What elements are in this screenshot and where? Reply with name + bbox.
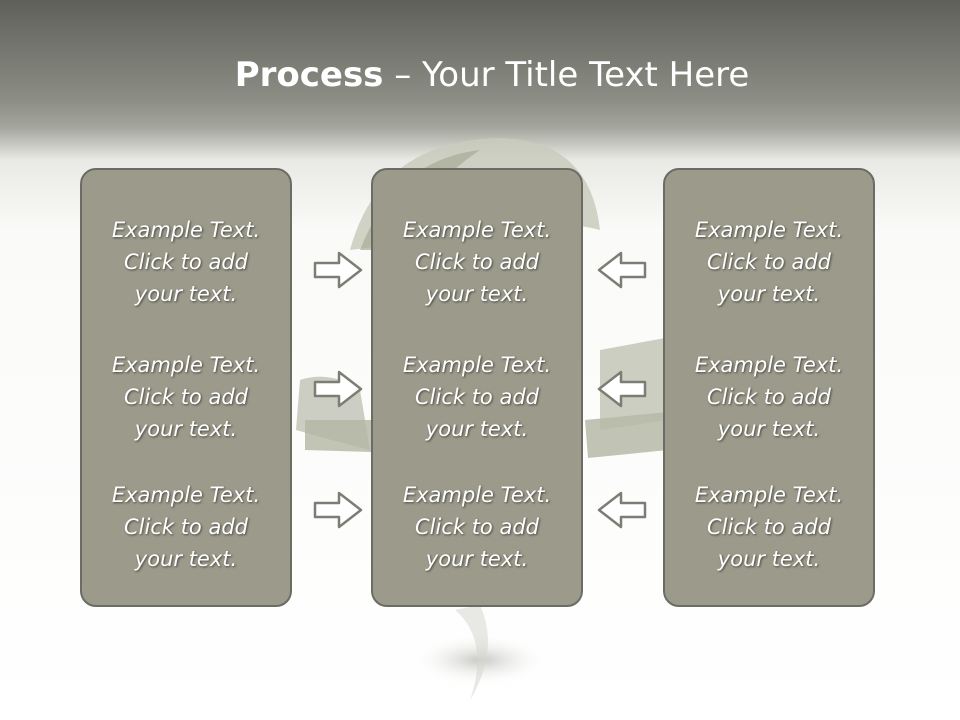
- text-block[interactable]: Example Text. Click to add your text.: [82, 349, 290, 445]
- text-line: Click to add: [706, 385, 831, 409]
- text-line: Example Text.: [402, 353, 552, 377]
- text-block[interactable]: Example Text. Click to add your text.: [373, 349, 581, 445]
- text-line: your text.: [717, 547, 821, 571]
- text-block[interactable]: Example Text. Click to add your text.: [665, 214, 873, 310]
- text-block[interactable]: Example Text. Click to add your text.: [373, 214, 581, 310]
- text-line: Click to add: [123, 250, 248, 274]
- text-line: Example Text.: [111, 483, 261, 507]
- right-arrow-outline-icon: [313, 491, 363, 529]
- right-arrow-outline-icon: [313, 251, 363, 289]
- text-line: Click to add: [414, 515, 539, 539]
- text-line: Example Text.: [402, 218, 552, 242]
- text-line: Example Text.: [694, 483, 844, 507]
- text-block[interactable]: Example Text. Click to add your text.: [665, 479, 873, 575]
- text-line: Example Text.: [694, 218, 844, 242]
- text-line: your text.: [717, 282, 821, 306]
- text-line: Click to add: [414, 385, 539, 409]
- left-arrow-outline-icon: [597, 370, 647, 408]
- process-box-left[interactable]: Example Text. Click to add your text. Ex…: [80, 168, 292, 607]
- text-line: Example Text.: [402, 483, 552, 507]
- text-line: your text.: [717, 417, 821, 441]
- text-line: Click to add: [706, 515, 831, 539]
- text-line: Click to add: [706, 250, 831, 274]
- text-line: Click to add: [123, 385, 248, 409]
- text-line: your text.: [134, 547, 238, 571]
- left-arrow-outline-icon: [597, 491, 647, 529]
- text-line: your text.: [425, 547, 529, 571]
- text-line: your text.: [134, 417, 238, 441]
- title-rest: – Your Title Text Here: [383, 55, 750, 95]
- text-line: your text.: [134, 282, 238, 306]
- process-box-right[interactable]: Example Text. Click to add your text. Ex…: [663, 168, 875, 607]
- text-line: Click to add: [414, 250, 539, 274]
- text-block[interactable]: Example Text. Click to add your text.: [82, 214, 290, 310]
- slide-title[interactable]: Process – Your Title Text Here: [0, 52, 960, 98]
- text-line: Example Text.: [694, 353, 844, 377]
- process-box-center[interactable]: Example Text. Click to add your text. Ex…: [371, 168, 583, 607]
- text-block[interactable]: Example Text. Click to add your text.: [82, 479, 290, 575]
- title-bold: Process: [234, 55, 384, 95]
- left-arrow-outline-icon: [597, 251, 647, 289]
- text-block[interactable]: Example Text. Click to add your text.: [665, 349, 873, 445]
- text-line: your text.: [425, 282, 529, 306]
- text-block[interactable]: Example Text. Click to add your text.: [373, 479, 581, 575]
- text-line: Click to add: [123, 515, 248, 539]
- text-line: Example Text.: [111, 218, 261, 242]
- right-arrow-outline-icon: [313, 370, 363, 408]
- text-line: your text.: [425, 417, 529, 441]
- text-line: Example Text.: [111, 353, 261, 377]
